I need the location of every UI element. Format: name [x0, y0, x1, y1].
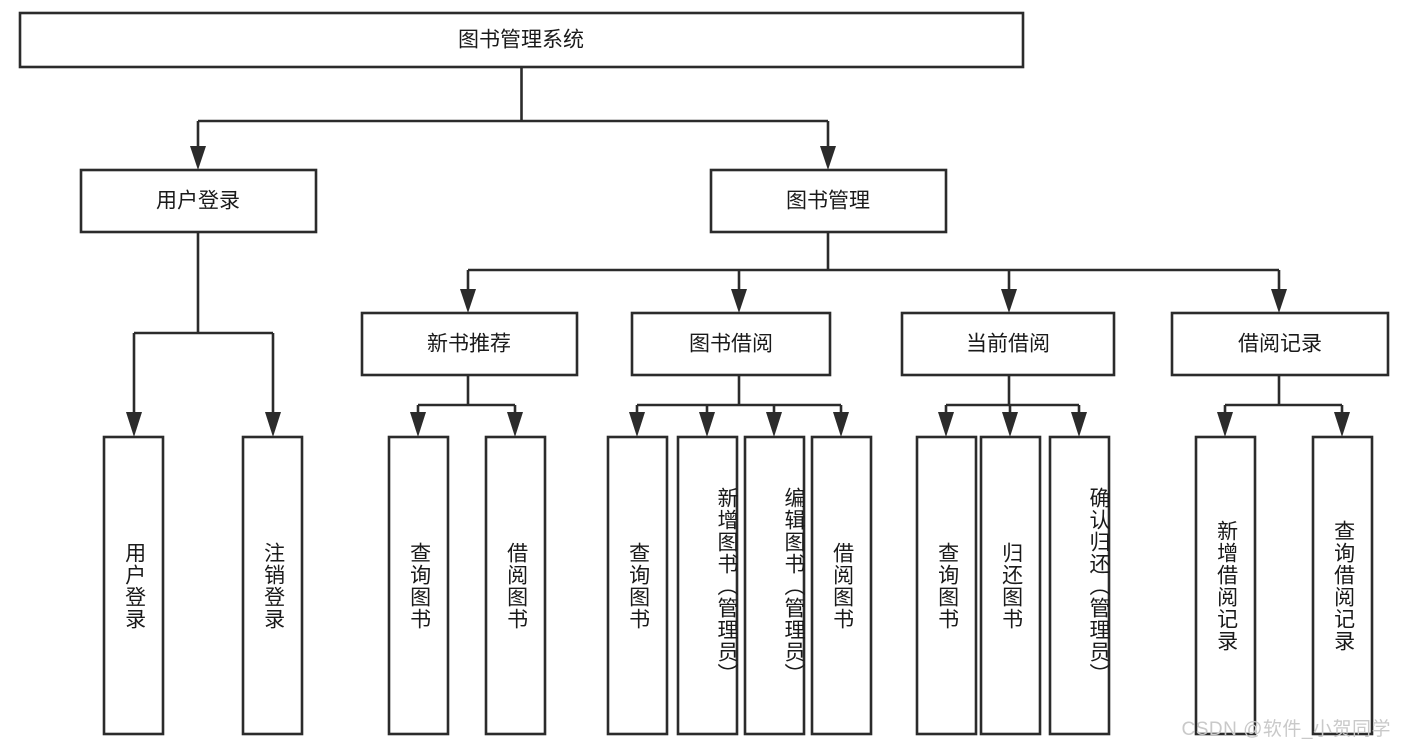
- node-leaf-bb-edit-label: 编辑图书（管理员）: [782, 486, 805, 685]
- node-leaf-nbr-query-label: 查询图书: [407, 541, 431, 630]
- node-leaf-cb-confirm-label: 确认归还（管理员）: [1087, 486, 1110, 685]
- node-leaf-nbr-query-box[interactable]: [387, 435, 450, 736]
- node-root[interactable]: 图书管理系统: [18, 11, 1025, 69]
- arrow-head-user-login: [190, 146, 206, 170]
- arrow-head-leaf-bb-edit: [766, 412, 782, 437]
- node-current-borrow-box[interactable]: [900, 311, 1116, 377]
- node-leaf-bb-edit-box[interactable]: [743, 435, 806, 736]
- node-book-manage-box[interactable]: [709, 168, 948, 234]
- connector-group-book-borrow: [629, 375, 849, 437]
- connector-group-root: [190, 67, 836, 170]
- arrow-head-current-borrow: [1001, 289, 1017, 313]
- node-book-manage[interactable]: 图书管理: [709, 168, 948, 234]
- arrow-head-leaf-cb-confirm: [1071, 412, 1087, 437]
- arrow-head-leaf-bb-query: [629, 412, 645, 437]
- node-leaf-logout-label: 注销登录: [261, 541, 285, 630]
- arrow-head-leaf-cb-return: [1002, 412, 1018, 437]
- arrow-head-leaf-nbr-borrow: [507, 412, 523, 437]
- connector-group-borrow-record: [1217, 375, 1350, 437]
- node-leaf-br-add-label: 新增借阅记录: [1214, 519, 1238, 652]
- arrow-head-leaf-bb-borrow: [833, 412, 849, 437]
- node-new-book-rec[interactable]: 新书推荐: [360, 311, 579, 377]
- node-root-label: 图书管理系统: [458, 29, 584, 52]
- node-borrow-record-box[interactable]: [1170, 311, 1390, 377]
- node-leaf-bb-add-box[interactable]: [676, 435, 739, 736]
- node-leaf-cb-return-box[interactable]: [979, 435, 1042, 736]
- node-new-book-rec-label: 新书推荐: [427, 333, 511, 356]
- connector-group-current-borrow: [938, 375, 1087, 437]
- node-book-borrow[interactable]: 图书借阅: [630, 311, 832, 377]
- node-leaf-logout-box[interactable]: [241, 435, 304, 736]
- node-leaf-bb-borrow-label: 借阅图书: [830, 541, 854, 630]
- arrow-head-borrow-record: [1271, 289, 1287, 313]
- node-leaf-bb-query-label: 查询图书: [626, 541, 650, 630]
- arrow-head-leaf-bb-add: [699, 412, 715, 437]
- arrow-head-book-borrow: [731, 289, 747, 313]
- node-leaf-bb-borrow-box[interactable]: [810, 435, 873, 736]
- node-root-box[interactable]: [18, 11, 1025, 69]
- connector-group-new-book-rec: [410, 375, 523, 437]
- node-leaf-cb-confirm-box[interactable]: [1048, 435, 1111, 736]
- node-leaf-br-add-box[interactable]: [1194, 435, 1257, 736]
- connector-group-user-login: [126, 232, 281, 437]
- node-leaf-cb-query-box[interactable]: [915, 435, 978, 736]
- arrow-head-book-manage: [820, 146, 836, 170]
- arrow-head-leaf-nbr-query: [410, 412, 426, 437]
- node-book-borrow-label: 图书借阅: [689, 333, 773, 356]
- node-current-borrow-label: 当前借阅: [966, 333, 1050, 356]
- node-leaf-user-login-box[interactable]: [102, 435, 165, 736]
- connector-group-book-manage: [460, 232, 1287, 313]
- node-leaf-cb-return-label: 归还图书: [999, 541, 1023, 630]
- node-leaf-nbr-borrow-label: 借阅图书: [504, 541, 528, 630]
- node-book-manage-label: 图书管理: [786, 190, 870, 213]
- csdn-watermark: CSDN @软件_小贺同学: [1181, 719, 1391, 740]
- node-leaf-bb-add-label: 新增图书（管理员）: [715, 486, 738, 685]
- node-borrow-record[interactable]: 借阅记录: [1170, 311, 1390, 377]
- node-new-book-rec-box[interactable]: [360, 311, 579, 377]
- arrow-head-leaf-logout: [265, 412, 281, 437]
- node-user-login-box[interactable]: [79, 168, 318, 234]
- node-leaf-br-query-box[interactable]: [1311, 435, 1374, 736]
- node-user-login[interactable]: 用户登录: [79, 168, 318, 234]
- node-leaf-user-login-label: 用户登录: [122, 541, 146, 630]
- node-leaf-nbr-borrow-box[interactable]: [484, 435, 547, 736]
- arrow-head-leaf-user-login: [126, 412, 142, 437]
- arrow-head-new-book-rec: [460, 289, 476, 313]
- node-book-borrow-box[interactable]: [630, 311, 832, 377]
- node-user-login-label: 用户登录: [156, 190, 240, 213]
- arrow-head-leaf-br-add: [1217, 412, 1233, 437]
- node-borrow-record-label: 借阅记录: [1238, 333, 1322, 356]
- node-leaf-br-query-label: 查询借阅记录: [1331, 519, 1355, 652]
- node-current-borrow[interactable]: 当前借阅: [900, 311, 1116, 377]
- node-leaf-bb-query-box[interactable]: [606, 435, 669, 736]
- arrow-head-leaf-br-query: [1334, 412, 1350, 437]
- arrow-head-leaf-cb-query: [938, 412, 954, 437]
- node-leaf-cb-query-label: 查询图书: [935, 541, 959, 630]
